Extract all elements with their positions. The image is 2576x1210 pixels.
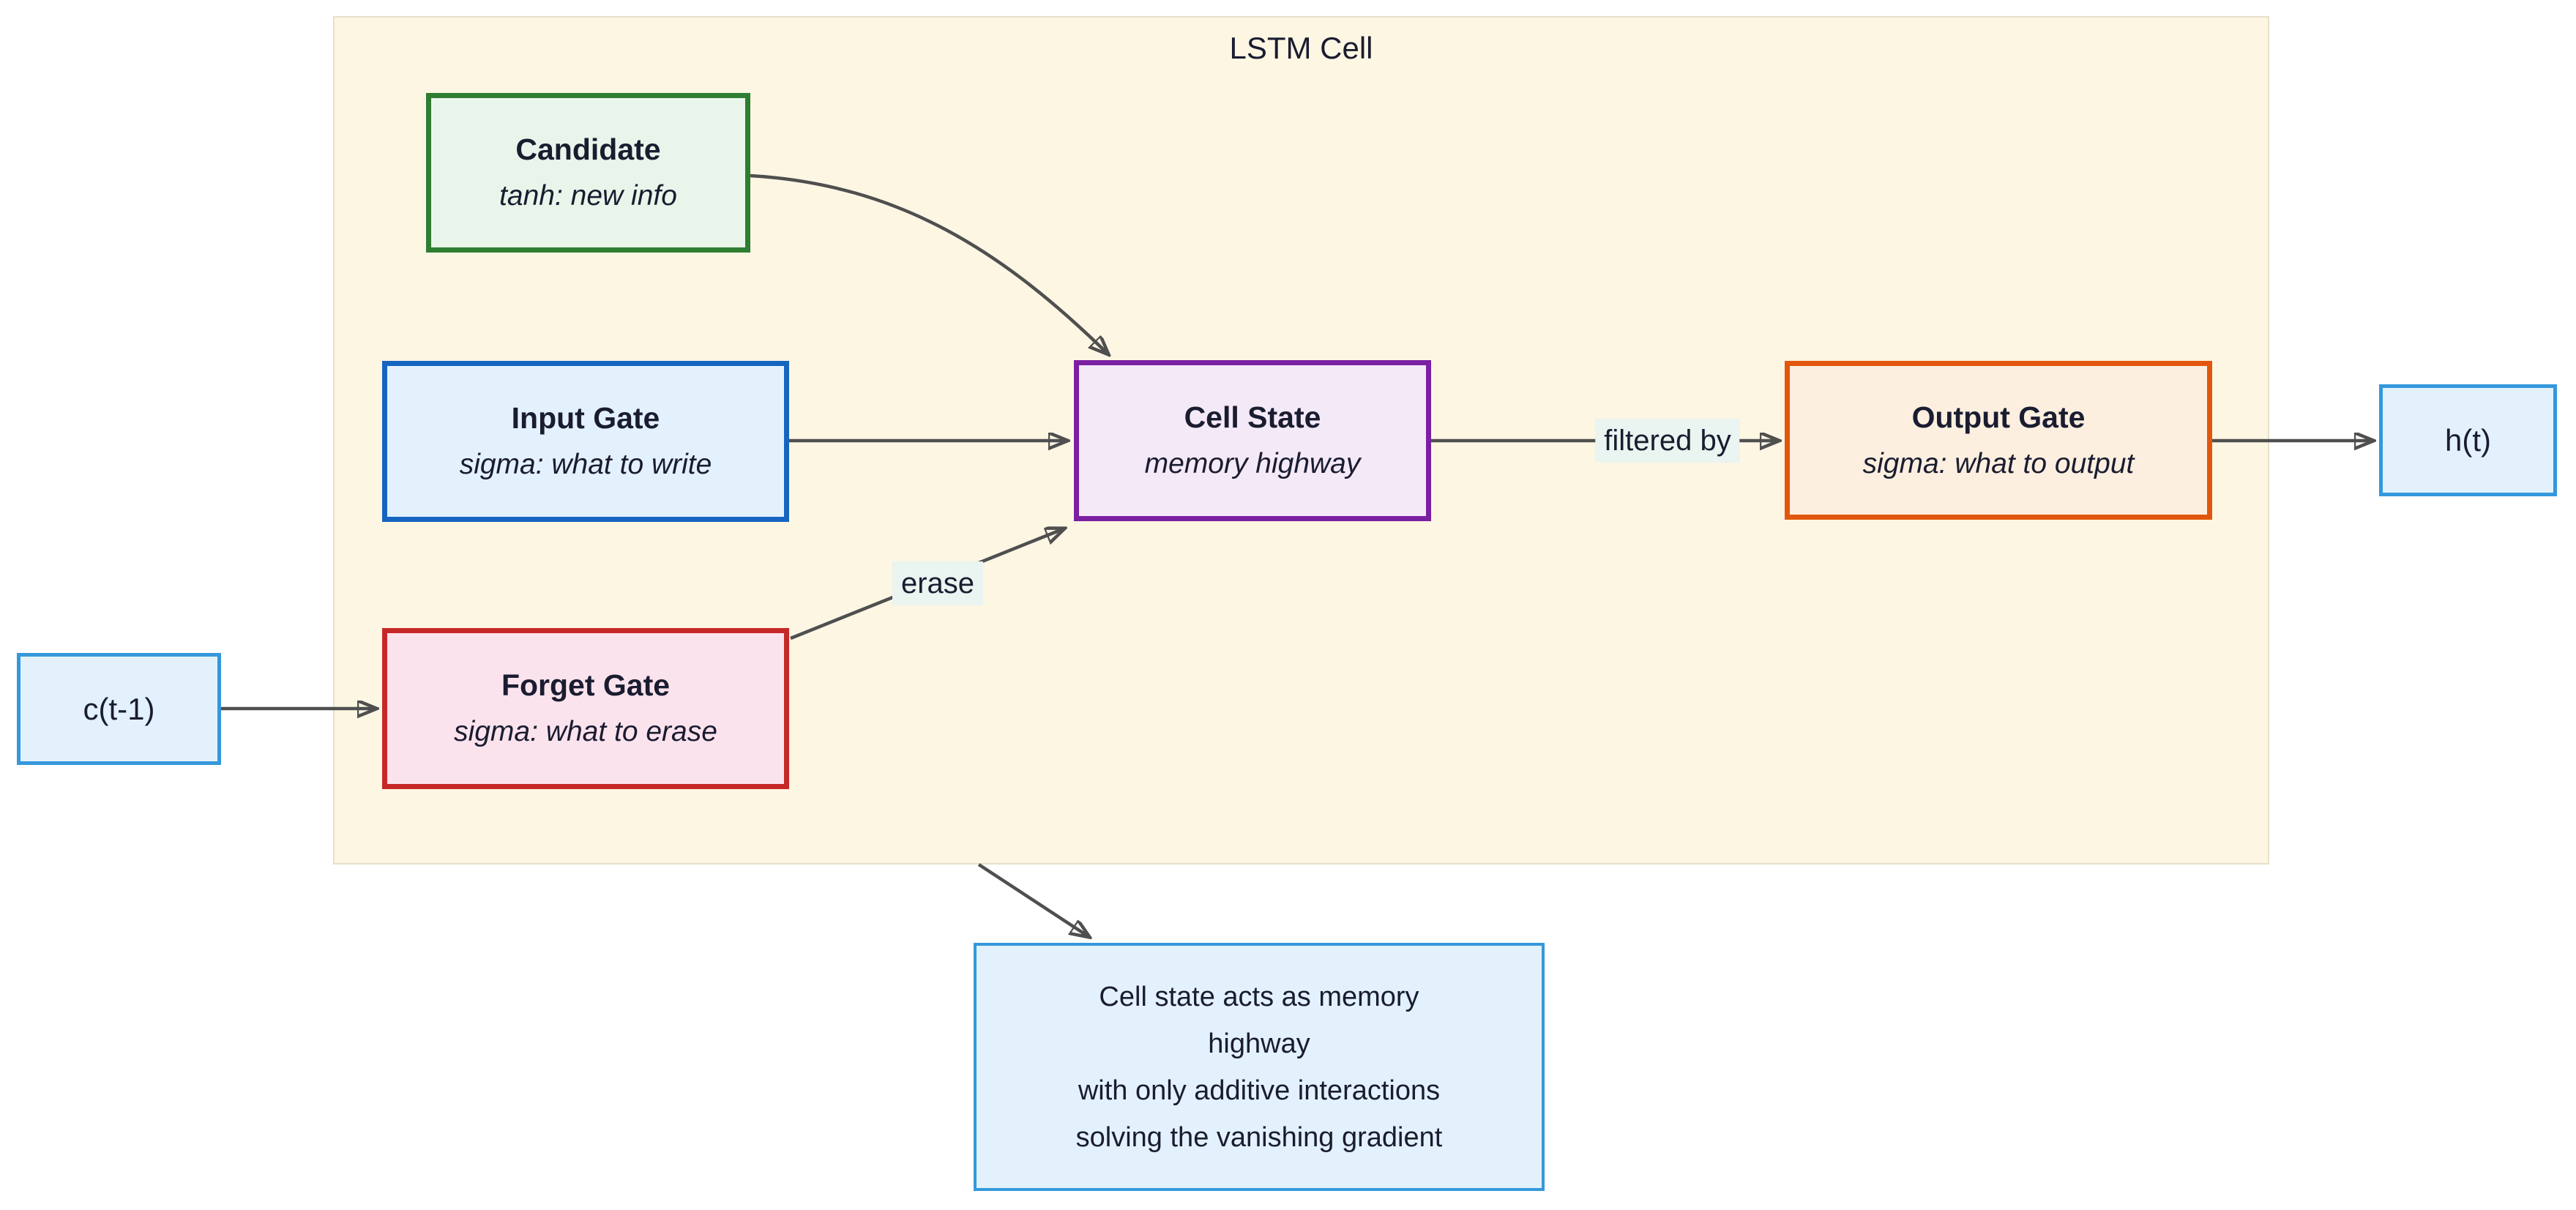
edge-label-erase: erase [892, 561, 984, 605]
edge-container-to-note [977, 863, 1089, 937]
edge-label-filtered-by: filtered by [1595, 419, 1740, 463]
input-gate-title: Input Gate [511, 401, 660, 435]
node-cell-state: Cell State memory highway [1074, 360, 1431, 521]
c-prev-label: c(t-1) [83, 691, 155, 726]
node-candidate: Candidate tanh: new info [426, 93, 750, 253]
node-h-t: h(t) [2379, 384, 2557, 496]
candidate-subtitle: tanh: new info [499, 180, 677, 212]
output-gate-subtitle: sigma: what to output [1862, 447, 2135, 479]
node-c-prev: c(t-1) [17, 653, 221, 765]
h-t-label: h(t) [2445, 422, 2491, 458]
note-line-1: Cell state acts as memory [1099, 981, 1419, 1012]
cell-state-title: Cell State [1184, 400, 1321, 434]
node-input-gate: Input Gate sigma: what to write [382, 361, 789, 522]
note-line-3: with only additive interactions [1078, 1075, 1441, 1106]
input-gate-subtitle: sigma: what to write [459, 449, 712, 481]
container-title: LSTM Cell [1229, 31, 1373, 65]
cell-state-subtitle: memory highway [1144, 448, 1361, 480]
candidate-title: Candidate [515, 132, 661, 166]
forget-gate-subtitle: sigma: what to erase [454, 716, 717, 748]
note-line-2: highway [1208, 1028, 1310, 1059]
node-output-gate: Output Gate sigma: what to output [1785, 361, 2212, 520]
node-note: Cell state acts as memory highway with o… [974, 943, 1545, 1191]
output-gate-title: Output Gate [1911, 400, 2086, 434]
note-line-4: solving the vanishing gradient [1075, 1121, 1443, 1153]
forget-gate-title: Forget Gate [501, 668, 671, 702]
node-forget-gate: Forget Gate sigma: what to erase [382, 628, 789, 789]
